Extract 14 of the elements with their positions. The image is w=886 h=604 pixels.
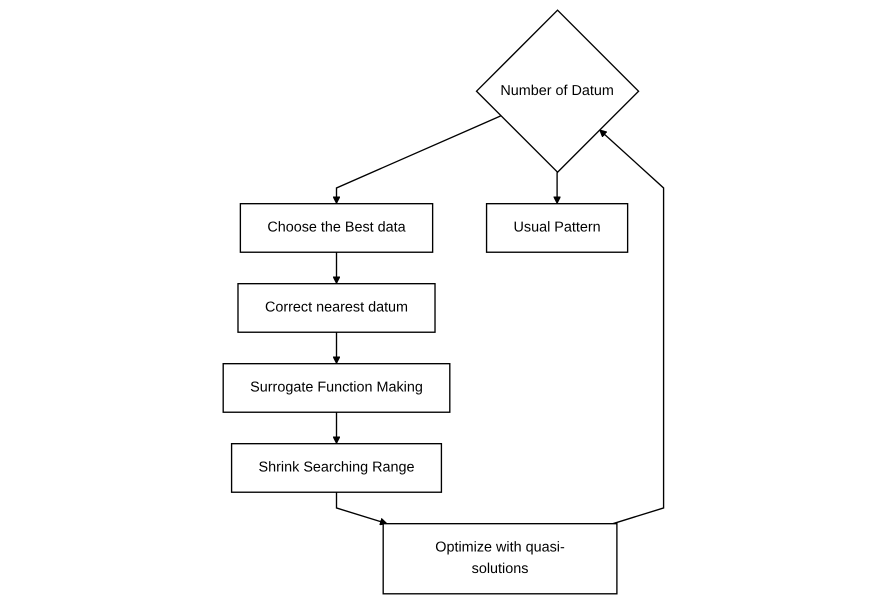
arrow: [332, 115, 501, 204]
arrow: [335, 492, 388, 526]
arrow: [552, 172, 561, 204]
arrow: [332, 252, 340, 284]
node-box: Surrogate Function Making: [222, 363, 450, 413]
node-box: Optimize with quasi-solutions: [382, 523, 618, 594]
arrow: [332, 412, 340, 444]
node-box: Usual Pattern: [486, 203, 628, 253]
node-box: Correct nearest datum: [236, 283, 436, 333]
node-box: Shrink Searching Range: [230, 443, 442, 493]
arrow: [332, 332, 340, 364]
node-box: Choose the Best data: [239, 203, 433, 253]
node-diamond: Number of Datum: [475, 9, 640, 174]
arrow: [598, 129, 664, 524]
